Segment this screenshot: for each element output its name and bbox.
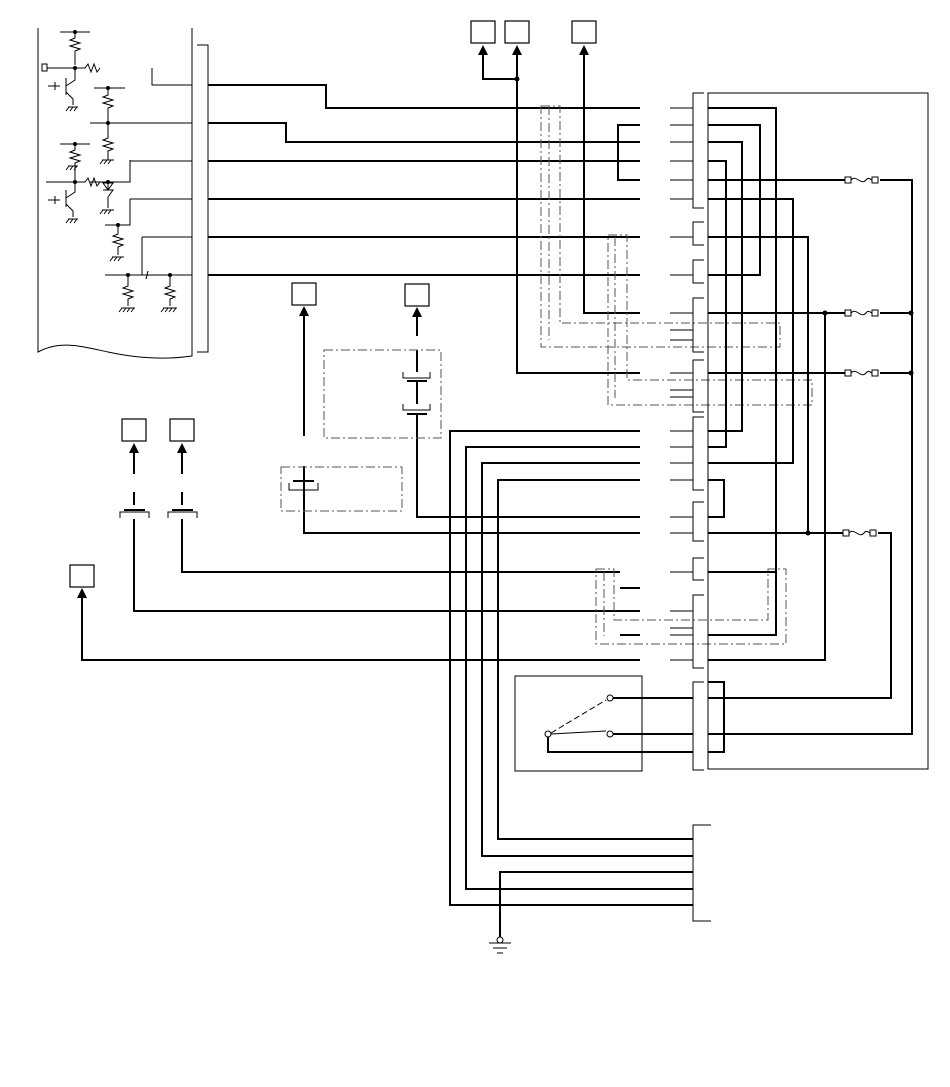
ground-icon	[489, 936, 511, 954]
fuse-icon	[842, 176, 879, 537]
right-wires	[708, 107, 914, 753]
dashdot-outlines	[280, 105, 813, 645]
terminal-label-box	[504, 20, 530, 44]
arrow-icon	[77, 45, 589, 598]
terminal-label-box	[169, 418, 195, 442]
capacitor-symbols	[119, 372, 431, 518]
terminal-label-box	[404, 283, 430, 307]
terminal-labels	[69, 20, 597, 588]
terminal-label-box	[571, 20, 597, 44]
wires	[81, 55, 693, 938]
switch-block	[514, 675, 693, 772]
right-connectors	[670, 92, 711, 922]
terminal-label-box	[291, 282, 317, 306]
terminal-label-box	[69, 564, 95, 588]
terminal-label-box	[470, 20, 496, 44]
control-module	[37, 28, 209, 359]
terminal-label-box	[121, 418, 147, 442]
